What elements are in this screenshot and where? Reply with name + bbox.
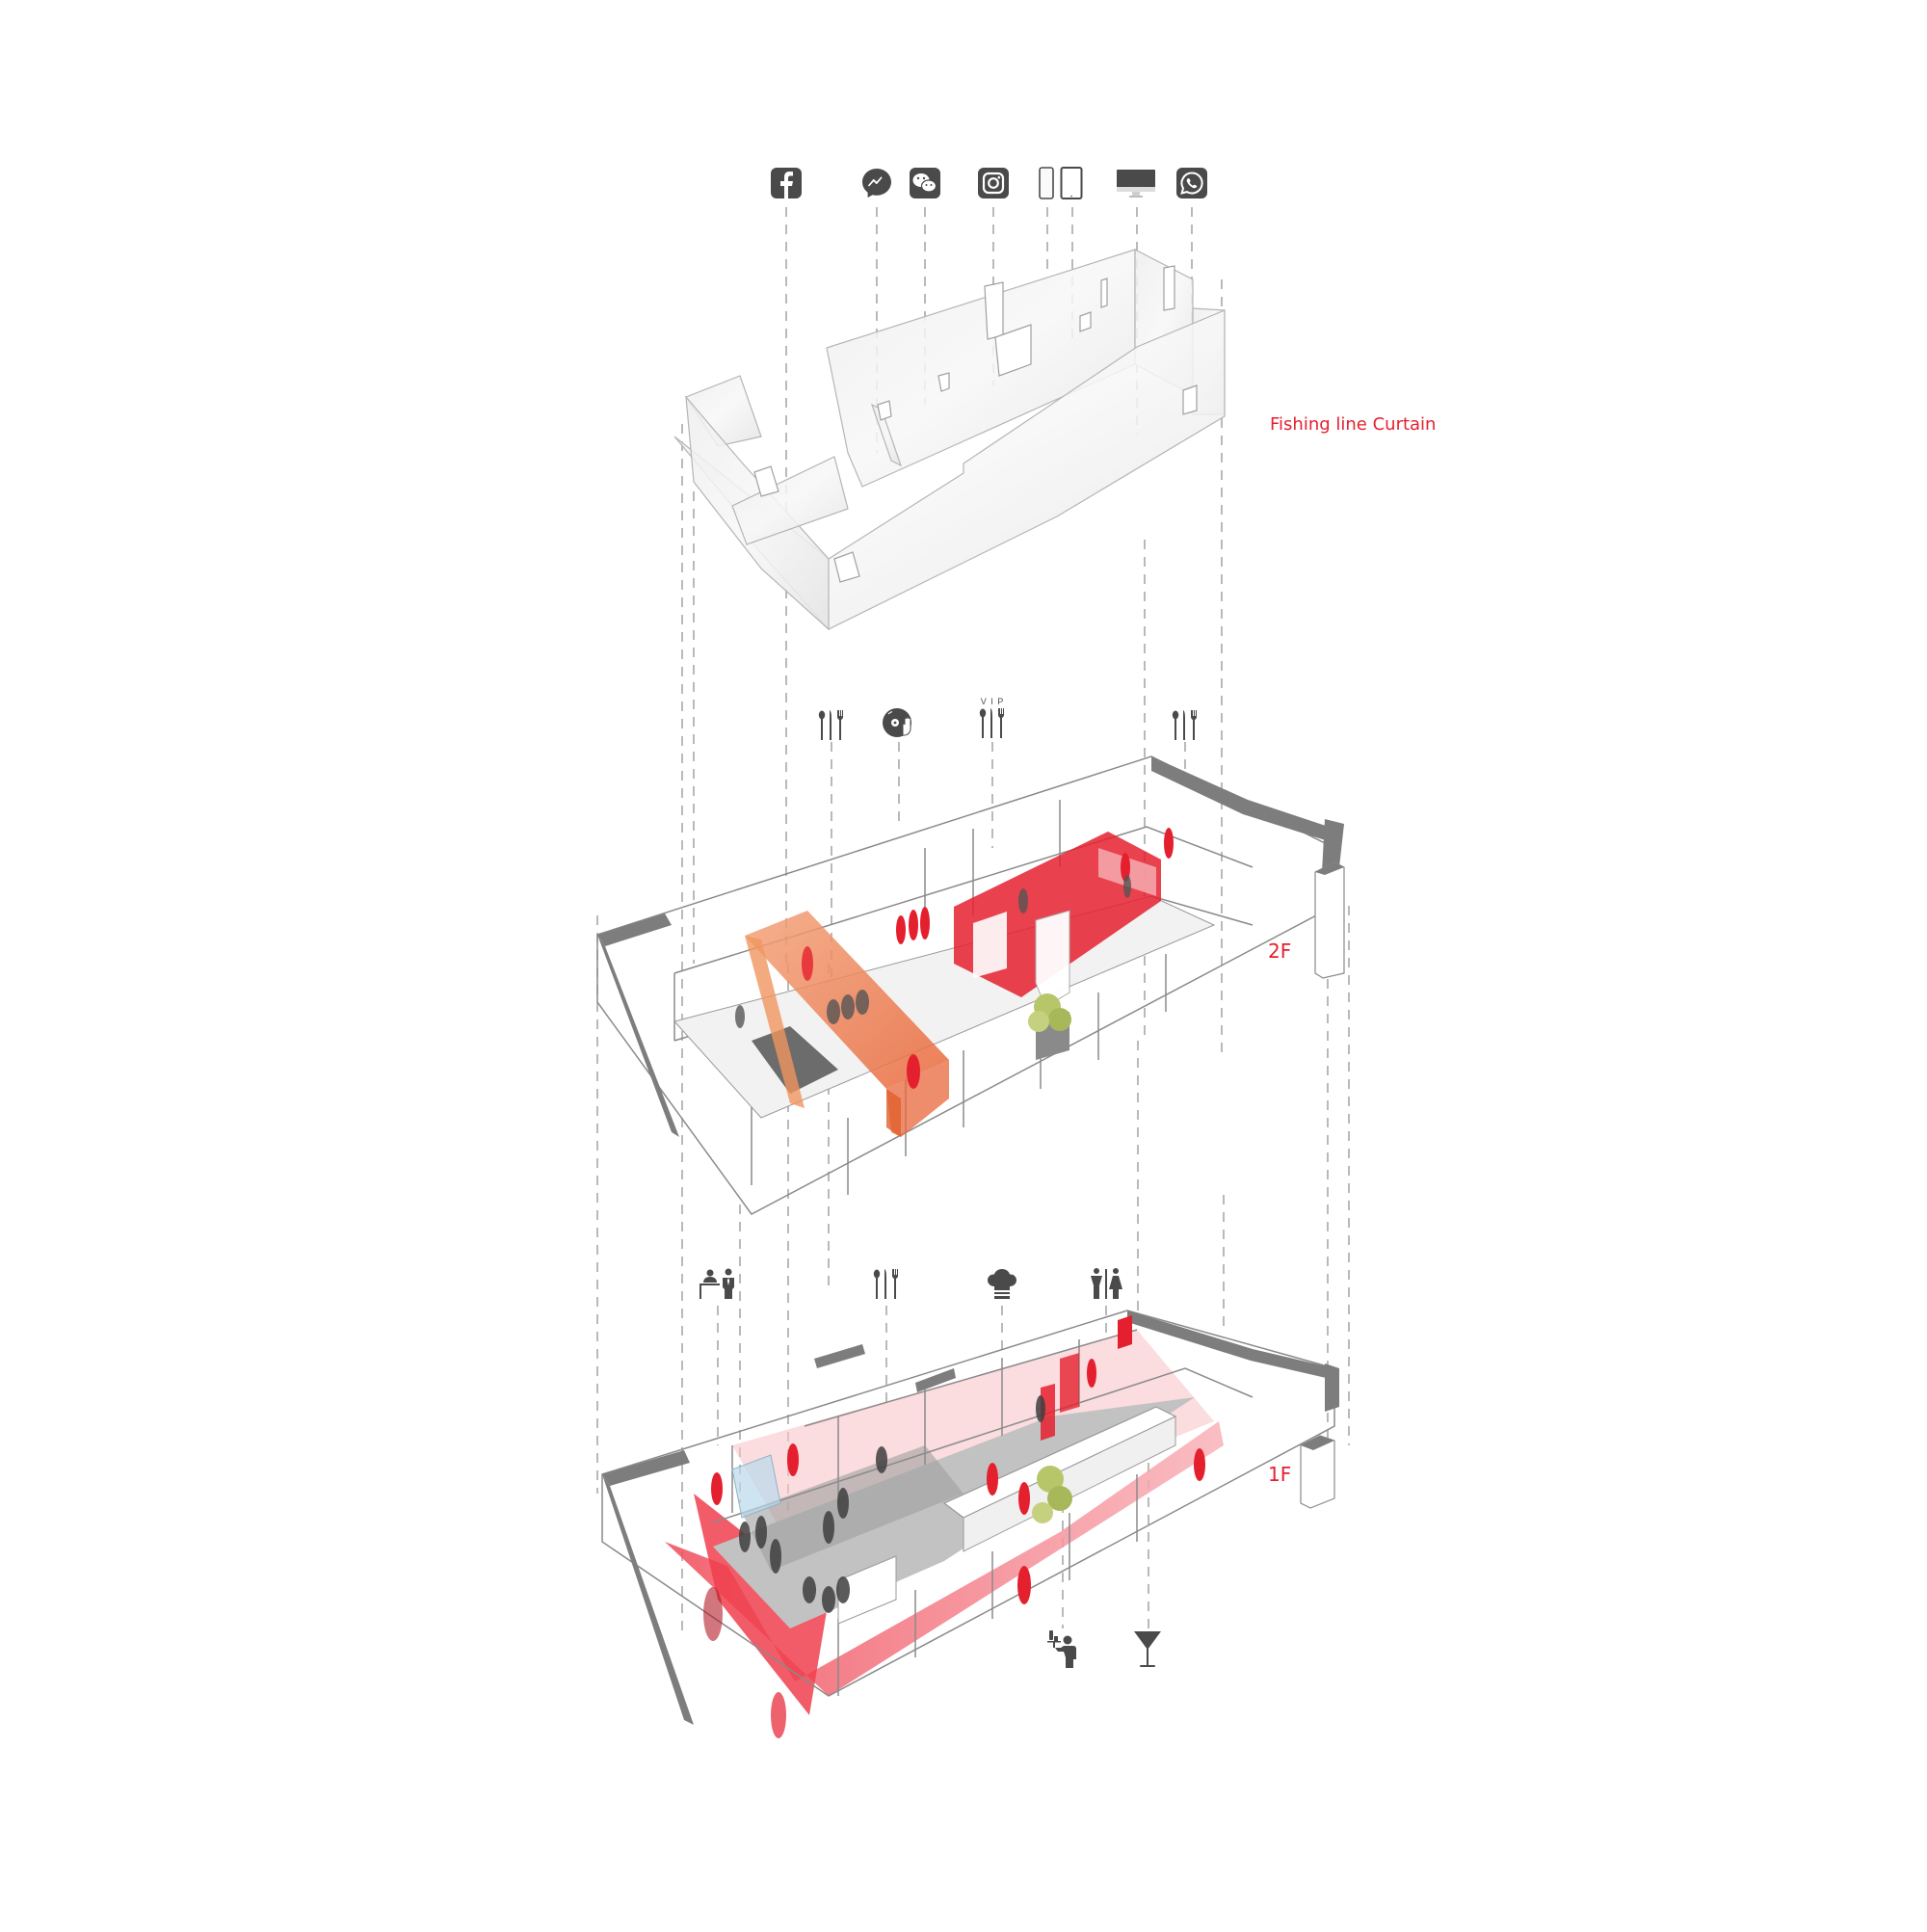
messenger-icon	[860, 167, 893, 199]
second-floor-layer	[596, 755, 1345, 1215]
cutlery-icon	[817, 708, 846, 741]
facebook-icon	[770, 167, 803, 199]
waiter-icon	[1045, 1628, 1080, 1669]
vip-text: V I P	[980, 697, 1005, 706]
tree-2f	[1028, 993, 1071, 1032]
chef-hat-icon	[986, 1267, 1018, 1300]
red-vip-box	[954, 832, 1161, 1008]
tablet-icon	[1060, 167, 1083, 199]
first-floor-layer	[601, 1310, 1339, 1738]
wechat-icon	[909, 167, 941, 199]
restroom-icon	[1089, 1267, 1123, 1300]
desktop-monitor-icon	[1116, 167, 1156, 199]
instagram-icon	[977, 167, 1010, 199]
cutlery-icon	[872, 1267, 901, 1300]
vip-cutlery-icon: V I P	[976, 697, 1009, 739]
fishing-line-curtain-layer	[673, 249, 1226, 631]
fishing-line-curtain-label: Fishing line Curtain	[1270, 414, 1437, 435]
smartphone-icon	[1038, 167, 1055, 199]
second-floor-label: 2F	[1268, 940, 1292, 963]
cutlery-icon	[1171, 708, 1200, 741]
reception-desk-icon	[699, 1267, 737, 1300]
whatsapp-icon	[1175, 167, 1208, 199]
curtain-openings	[753, 265, 1198, 583]
cocktail-glass-icon	[1132, 1628, 1163, 1669]
tree-1f	[1032, 1466, 1072, 1523]
dj-turntable-icon	[882, 706, 916, 741]
first-floor-label: 1F	[1268, 1463, 1292, 1486]
